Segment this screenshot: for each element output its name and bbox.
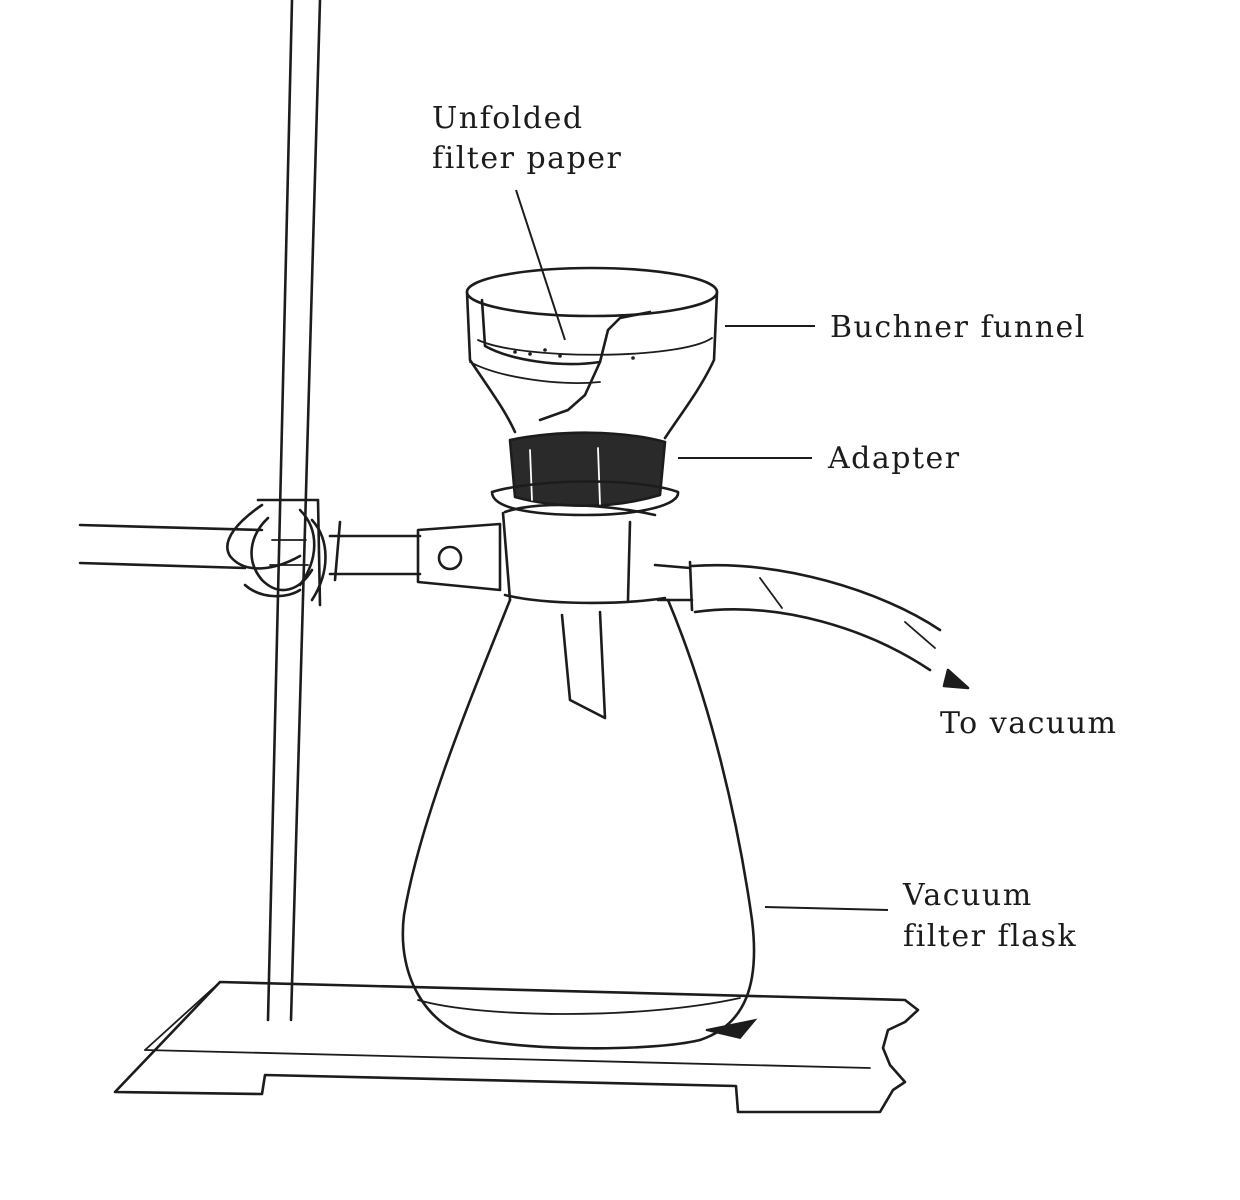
leader-flask — [764, 906, 889, 911]
clamp-arm — [78, 520, 422, 582]
rubber-adapter — [490, 431, 680, 517]
label-to-vacuum: To vacuum — [940, 706, 1118, 741]
label-unfolded-filter-paper-line1: Unfolded — [432, 101, 584, 136]
vacuum-tubing — [690, 564, 970, 690]
clamp-holder — [226, 498, 327, 607]
leader-filter-paper — [515, 189, 566, 341]
label-buchner-funnel: Buchner funnel — [830, 310, 1086, 345]
buchner-funnel — [465, 266, 719, 440]
label-vacuum-filter-flask-line2: filter flask — [903, 919, 1077, 954]
label-unfolded-filter-paper-line2: filter paper — [432, 141, 622, 176]
support-rod — [266, 0, 322, 1022]
funnel-stem — [560, 610, 607, 720]
unfolded-filter-paper — [480, 298, 652, 422]
ring-stand-base — [113, 980, 920, 1114]
vacuum-side-arm — [653, 560, 694, 612]
label-vacuum-filter-flask-line1: Vacuum — [902, 878, 1033, 913]
flask-clamp-jaw — [416, 522, 502, 592]
label-adapter: Adapter — [827, 441, 961, 476]
